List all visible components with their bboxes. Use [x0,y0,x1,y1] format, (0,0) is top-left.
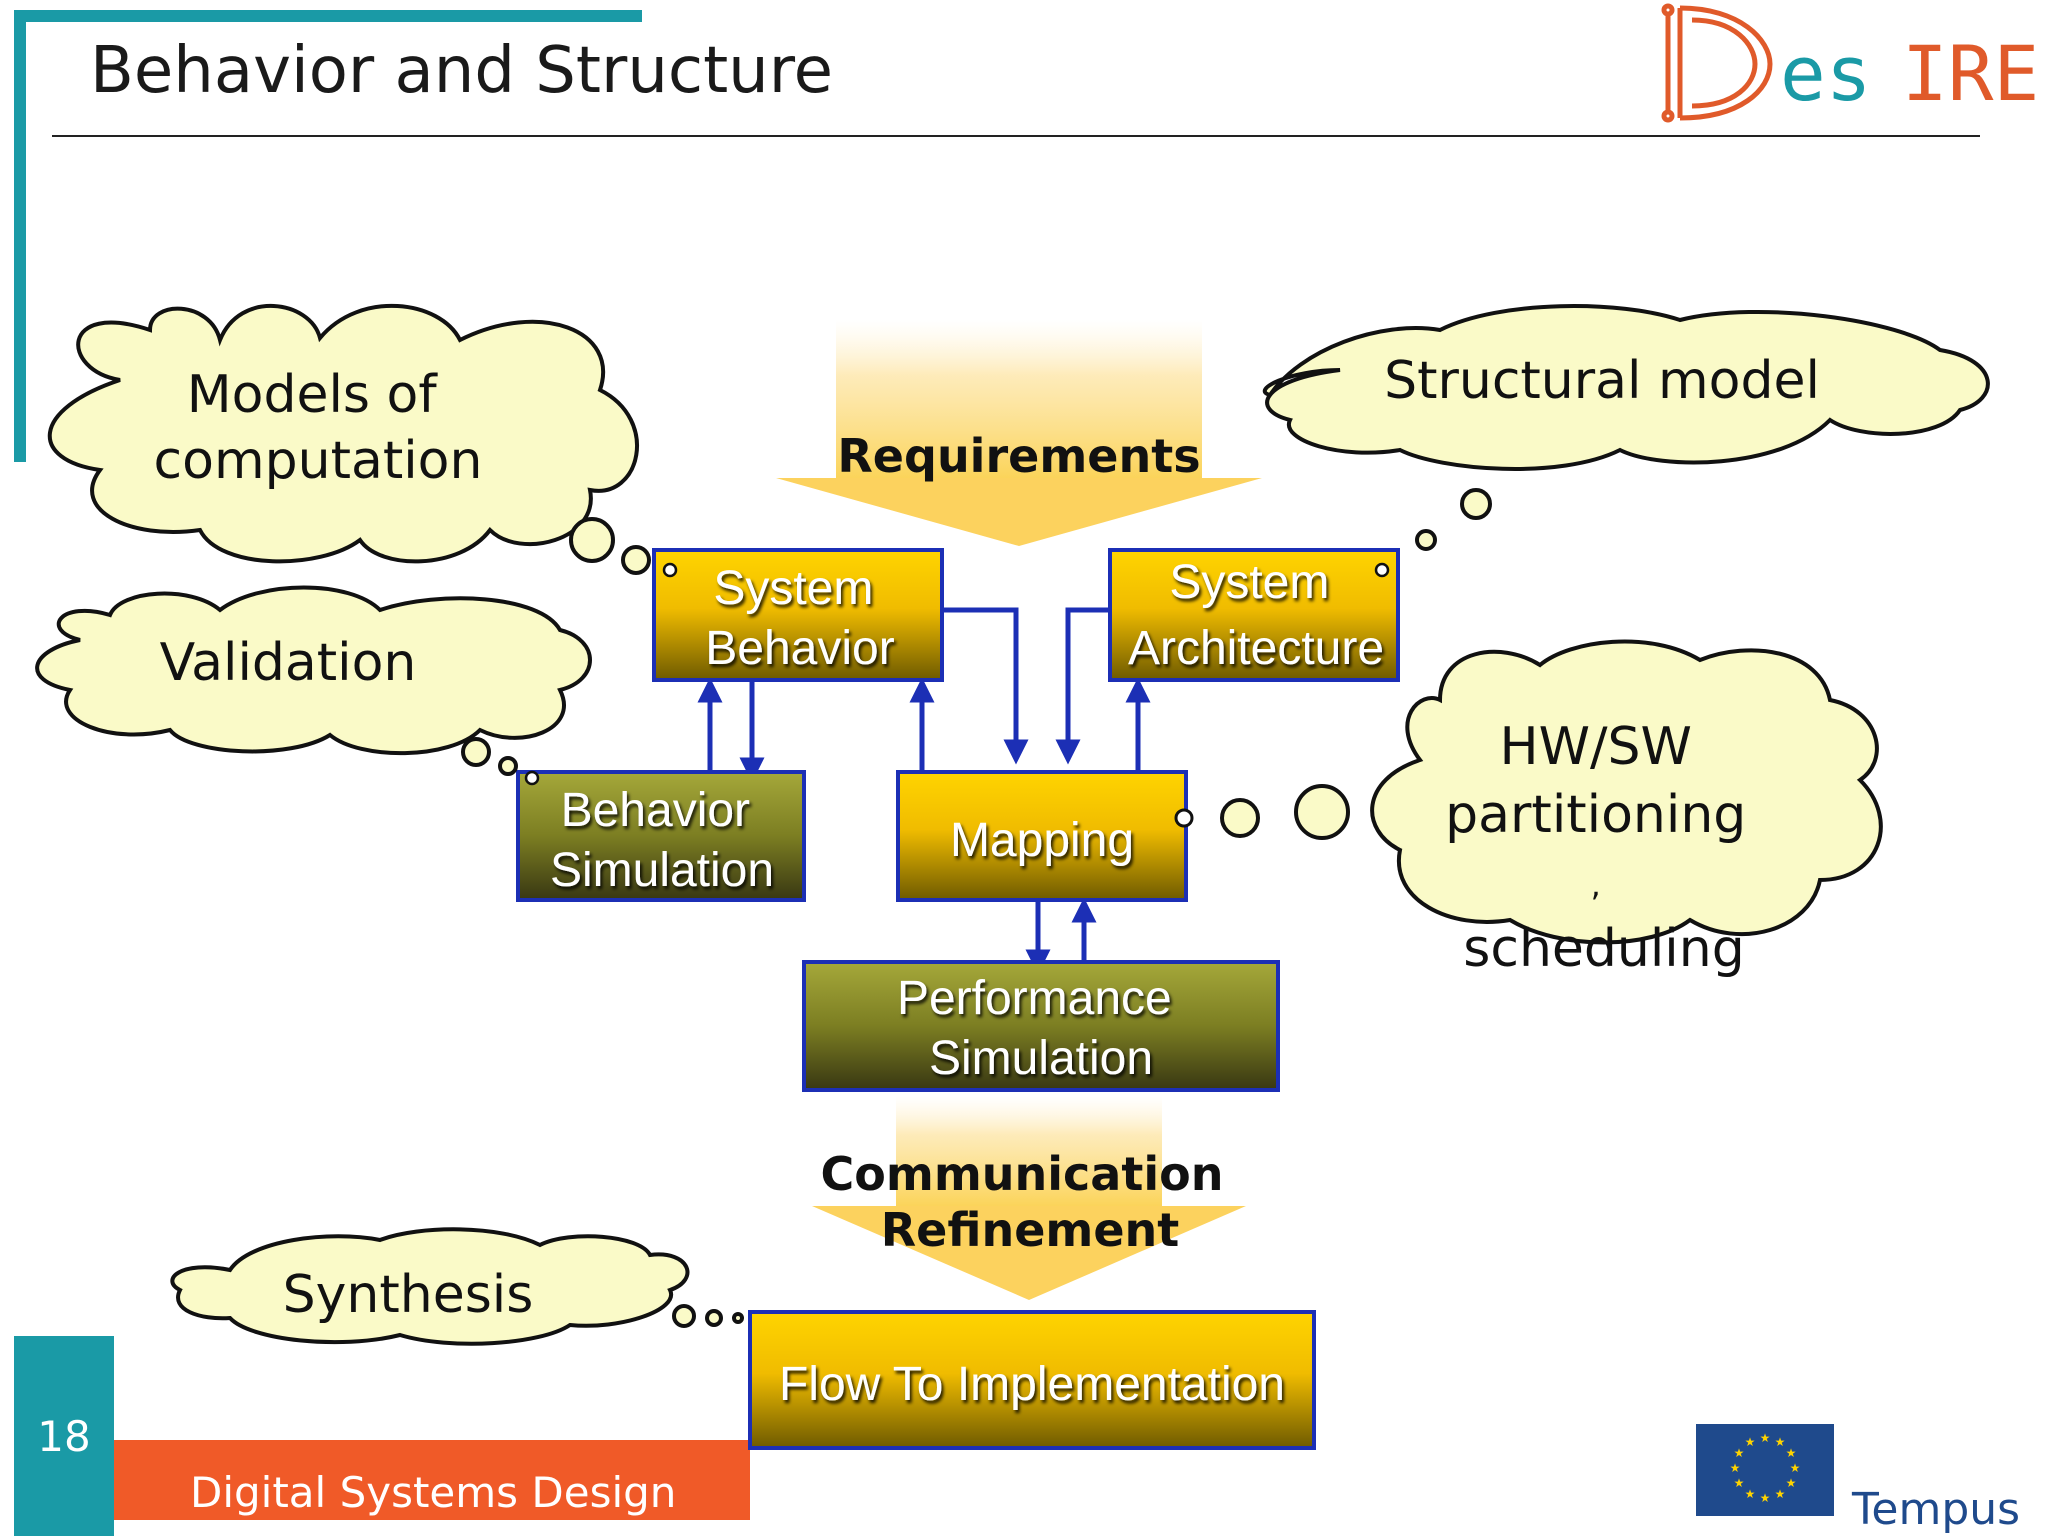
slide-decorations [14,10,1980,1536]
thought-bubble [1294,784,1350,840]
teal-left-bar [14,10,26,462]
thought-bubble [732,1312,744,1324]
svg-text:System Behavior: System Behavior [705,562,894,675]
cloud-hw-sw-partitioning: HW/SW partitioning , scheduling [1220,639,1883,979]
slide-title: Behavior and Structure [90,34,833,108]
teal-top-bar [14,10,642,22]
tempus-logo-text: Tempus [1852,1484,2021,1535]
cloud-validation: Validation [35,585,592,776]
arrow-sysbeh-to-mapping [944,607,1029,765]
svg-text:Structural model: Structural model [1384,351,1820,411]
thought-bubble [1220,798,1260,838]
svg-text:★: ★ [1745,1487,1756,1501]
thought-bubble [621,545,651,575]
footer-bar [114,1440,750,1520]
svg-text:★: ★ [1775,1487,1786,1501]
communication-refinement-label: Communication Refinement [821,1147,1240,1257]
thought-bubble [705,1309,723,1327]
desire-logo: es IRE [1640,0,2040,134]
svg-text:Models of computation: Models of computation [154,365,483,491]
thought-bubble [672,1304,696,1328]
svg-text:★: ★ [1786,1446,1797,1460]
svg-text:Behavior Simulation: Behavior Simulation [550,784,774,897]
svg-text:Performance Simulation: Performance Simulation [897,972,1185,1085]
thought-bubble [1460,488,1492,520]
eu-flag-icon: ★ ★ ★ ★ ★ ★ ★ ★ ★ ★ ★ ★ [1696,1424,1834,1516]
svg-text:★: ★ [1745,1435,1756,1449]
svg-text:★: ★ [1734,1476,1745,1490]
box-system-architecture: System Architecture [1108,548,1400,682]
cloud-models-of-computation: Models of computation [47,303,651,575]
box-system-behavior: System Behavior [652,548,944,682]
box-behavior-simulation: Behavior Simulation [516,770,806,902]
cloud-synthesis: Synthesis [170,1227,744,1346]
thought-bubble [569,517,615,563]
svg-text:★: ★ [1775,1435,1786,1449]
slide-number: 18 [37,1412,91,1461]
svg-text:★: ★ [1734,1446,1745,1460]
desire-logo-mark: es IRE [1661,3,2039,123]
box-flow-to-implementation: Flow To Implementation [748,1310,1316,1450]
arrow-sysarch-to-mapping [1055,607,1108,765]
svg-text:HW/SW partitioning: HW/SW partitioning , scheduling [1445,717,1763,979]
requirements-label: Requirements [837,429,1200,483]
svg-text:★: ★ [1760,1431,1771,1445]
svg-text:★: ★ [1790,1461,1801,1475]
svg-text:IRE: IRE [1902,29,2039,118]
svg-text:Synthesis: Synthesis [283,1265,534,1325]
thought-bubble [1415,529,1437,551]
svg-text:es: es [1780,29,1872,118]
svg-text:Mapping: Mapping [950,814,1134,867]
requirements-arrow [776,320,1262,546]
cloud-structural-model: Structural model [1262,304,1990,551]
thought-bubble [461,737,491,767]
thought-bubble [498,756,518,776]
slide-number-block [14,1336,114,1536]
svg-text:★: ★ [1786,1476,1797,1490]
footer-course-title: Digital Systems Design [190,1468,677,1517]
svg-text:Flow To Implementation: Flow To Implementation [779,1358,1285,1411]
svg-text:★: ★ [1730,1461,1741,1475]
box-performance-simulation: Performance Simulation [802,960,1280,1092]
svg-text:System Architecture: System Architecture [1128,556,1384,675]
box-mapping: Mapping [896,770,1194,902]
svg-text:★: ★ [1760,1491,1771,1505]
communication-arrow [812,1096,1246,1300]
connector-arrows [697,607,1151,975]
svg-text:Validation: Validation [160,633,417,693]
